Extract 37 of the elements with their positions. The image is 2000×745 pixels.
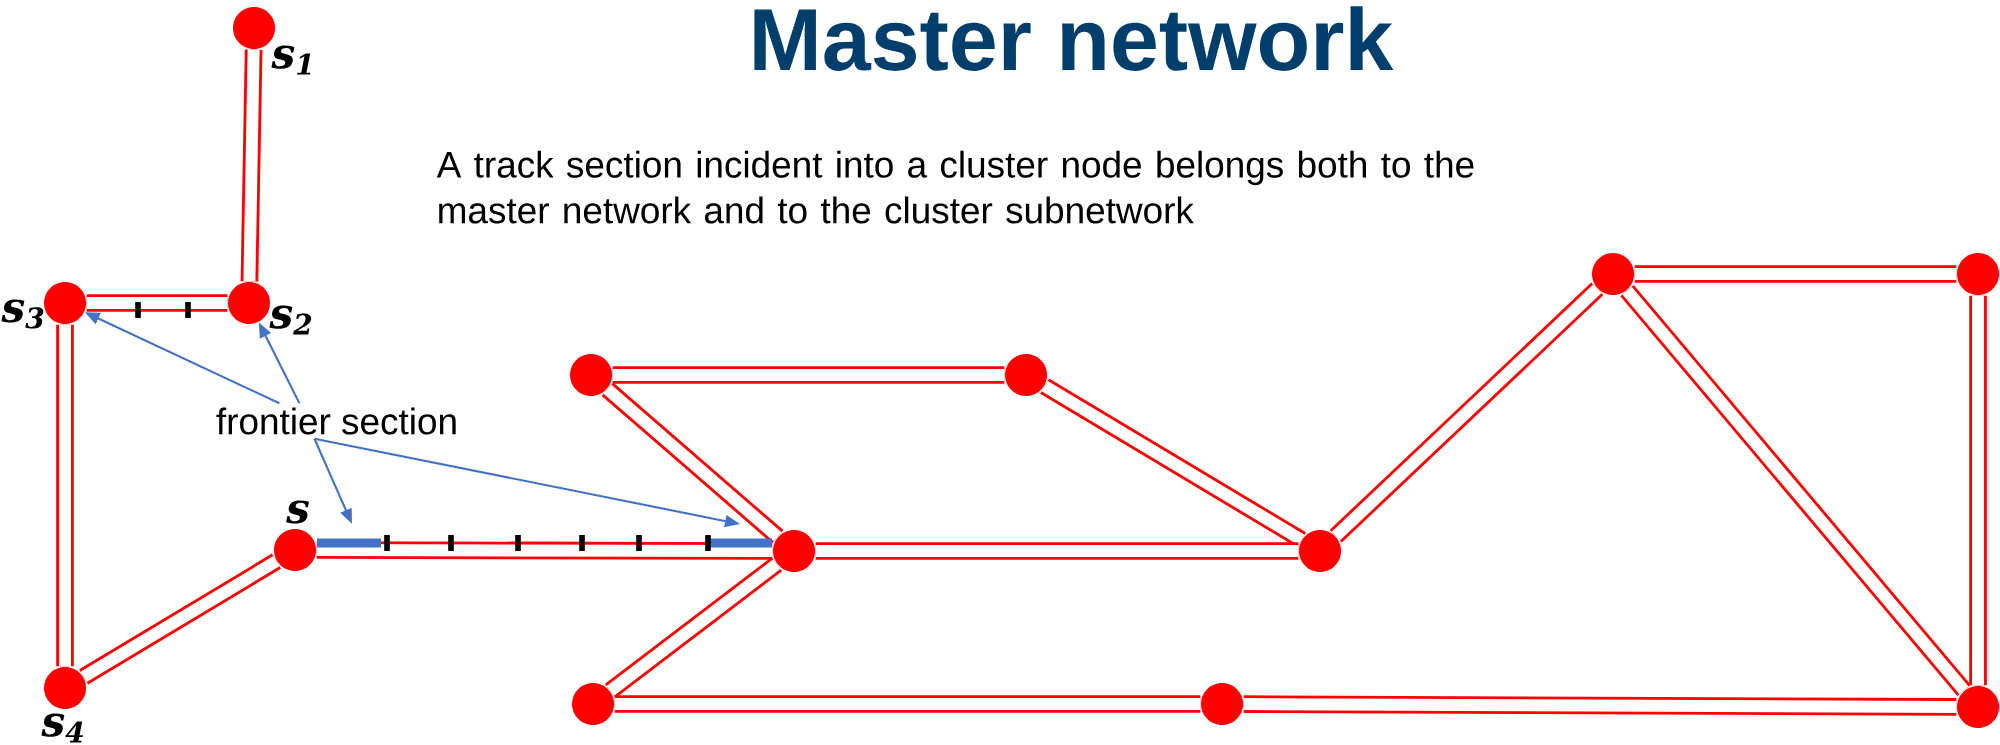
node-label: s (286, 500, 309, 524)
track-section (56, 324, 74, 667)
title: Master network (754, 6, 1394, 71)
node-label: s$_{4}$ (41, 713, 83, 743)
track-section (1329, 282, 1604, 543)
junction-dot (1957, 253, 2000, 295)
track-section (86, 294, 228, 312)
track-section (604, 557, 783, 698)
node-label: s$_{3}$ (1, 299, 44, 329)
junction-dot (1592, 253, 1635, 295)
junction-dot (1005, 354, 1047, 396)
track-section (614, 695, 1201, 713)
track-section (601, 382, 784, 544)
track-section (79, 553, 281, 685)
junction-dot (773, 530, 815, 572)
note-text: A track section incident into a cluster node belongs both to the master network and to the cluster subnetwork (436, 150, 1474, 224)
track-section (240, 49, 263, 282)
node-label: s$_{2}$ (269, 305, 312, 335)
track-section (1040, 378, 1306, 548)
junction-dot (44, 667, 86, 709)
junction-dot (570, 354, 613, 396)
callout-text: frontier section (216, 407, 456, 435)
track-section (1243, 695, 1957, 716)
track-section (1620, 284, 1971, 697)
junction-dot (228, 282, 270, 324)
junction-dot (1201, 683, 1243, 725)
track-section (612, 366, 1005, 384)
node-label: s$_{1}$ (271, 45, 311, 75)
track-section (1969, 295, 1987, 686)
junction-dot (1957, 686, 2000, 728)
track-section (815, 542, 1299, 560)
track-section (316, 541, 773, 560)
junction-dot (44, 282, 86, 324)
junction-dot (274, 529, 316, 571)
junction-dot (1299, 530, 1342, 572)
track-section (1634, 265, 1957, 283)
junction-dot (572, 683, 615, 725)
